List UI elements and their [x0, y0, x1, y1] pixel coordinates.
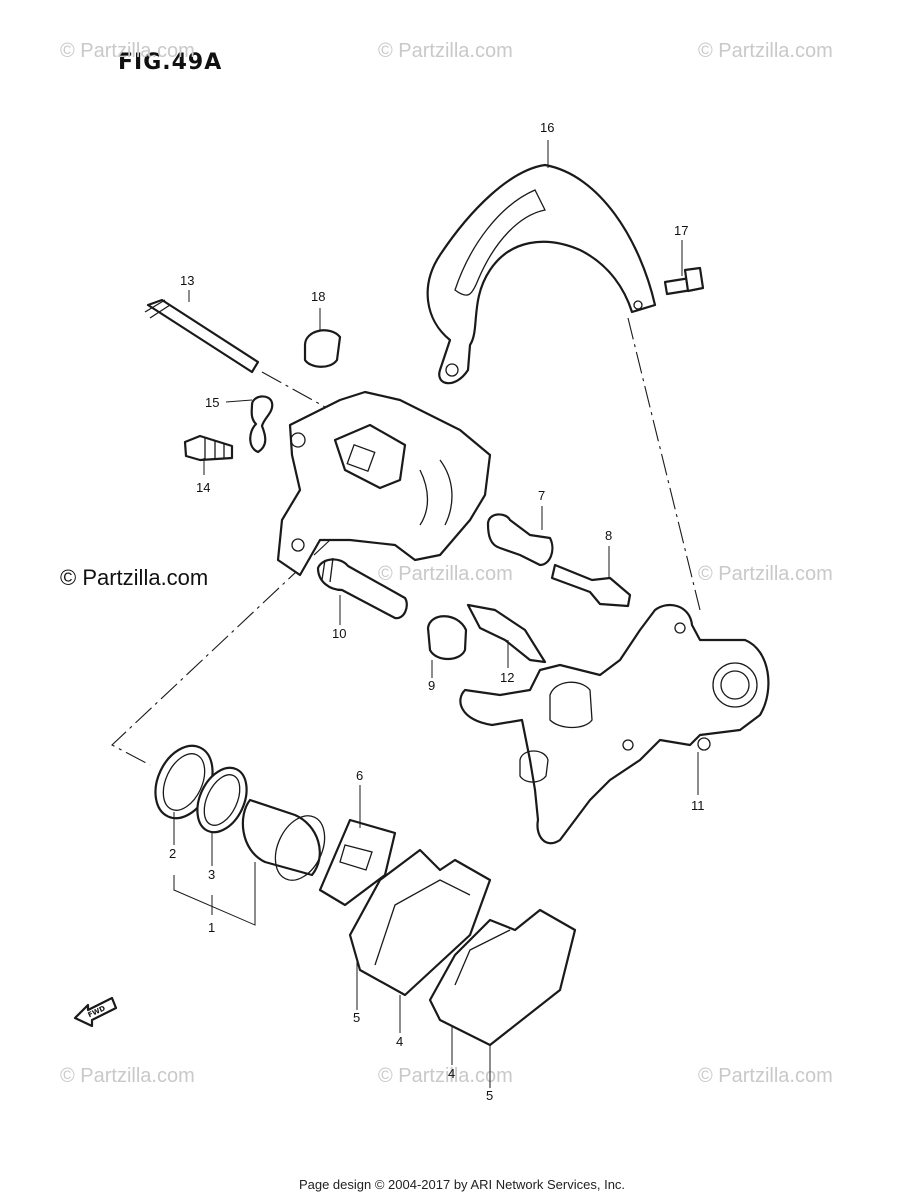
- callout-10: 10: [332, 626, 346, 641]
- part-15-clip: [249, 395, 274, 454]
- callout-13: 13: [180, 273, 194, 288]
- assembly-line: [111, 539, 331, 766]
- callout-11: 11: [691, 798, 705, 813]
- part-piston: [241, 798, 326, 881]
- watermark: © Partzilla.com: [698, 40, 833, 62]
- caliper-body: [276, 390, 492, 577]
- watermark: © Partzilla.com: [60, 40, 195, 62]
- part-10-pin: [316, 557, 408, 620]
- callout-1: 1: [208, 920, 215, 935]
- callout-12: 12: [500, 670, 514, 685]
- page-footer: Page design © 2004-2017 by ARI Network S…: [298, 1177, 626, 1192]
- part-9-boot: [426, 615, 468, 661]
- callout-3: 3: [208, 867, 215, 882]
- callout-17: 17: [674, 223, 688, 238]
- callout-18: 18: [311, 289, 325, 304]
- watermark: © Partzilla.com: [698, 1065, 833, 1087]
- part-18-cap: [303, 329, 342, 368]
- watermark: © Partzilla.com: [378, 40, 513, 62]
- part-14-bleeder: [183, 434, 234, 462]
- watermark-strong: © Partzilla.com: [60, 565, 209, 590]
- part-12-pad-spring: [466, 603, 547, 664]
- part-16-bracket: [426, 163, 657, 385]
- callout-4: 4: [396, 1034, 403, 1049]
- callout-16: 16: [540, 120, 554, 135]
- watermark: © Partzilla.com: [698, 563, 833, 585]
- part-8-bolt: [550, 563, 632, 608]
- part-11-caliper-bracket: [459, 603, 770, 845]
- part-4-5-pads: [348, 848, 577, 1047]
- part-6-shim: [318, 818, 397, 907]
- part-17-bolt: [663, 266, 705, 296]
- watermark: © Partzilla.com: [378, 1065, 513, 1087]
- figure-title: FIG.49A: [118, 50, 223, 75]
- leader-lines: [173, 140, 699, 1088]
- callout-6: 6: [356, 768, 363, 783]
- part-3-seal: [196, 766, 248, 834]
- part-13-pin: [144, 298, 260, 374]
- callout-2: 2: [169, 846, 176, 861]
- callout-15: 15: [205, 395, 219, 410]
- callout-14: 14: [196, 480, 210, 495]
- callout-8: 8: [605, 528, 612, 543]
- part-7-sleeve: [486, 513, 554, 567]
- assembly-line: [627, 317, 701, 611]
- callout-4: 4: [448, 1066, 455, 1081]
- watermark: © Partzilla.com: [60, 1065, 195, 1087]
- callout-7: 7: [538, 488, 545, 503]
- callout-5: 5: [353, 1010, 360, 1025]
- callout-5: 5: [486, 1088, 493, 1103]
- forward-arrow-icon: FWD: [73, 996, 118, 1028]
- watermark: © Partzilla.com: [378, 563, 513, 585]
- callout-9: 9: [428, 678, 435, 693]
